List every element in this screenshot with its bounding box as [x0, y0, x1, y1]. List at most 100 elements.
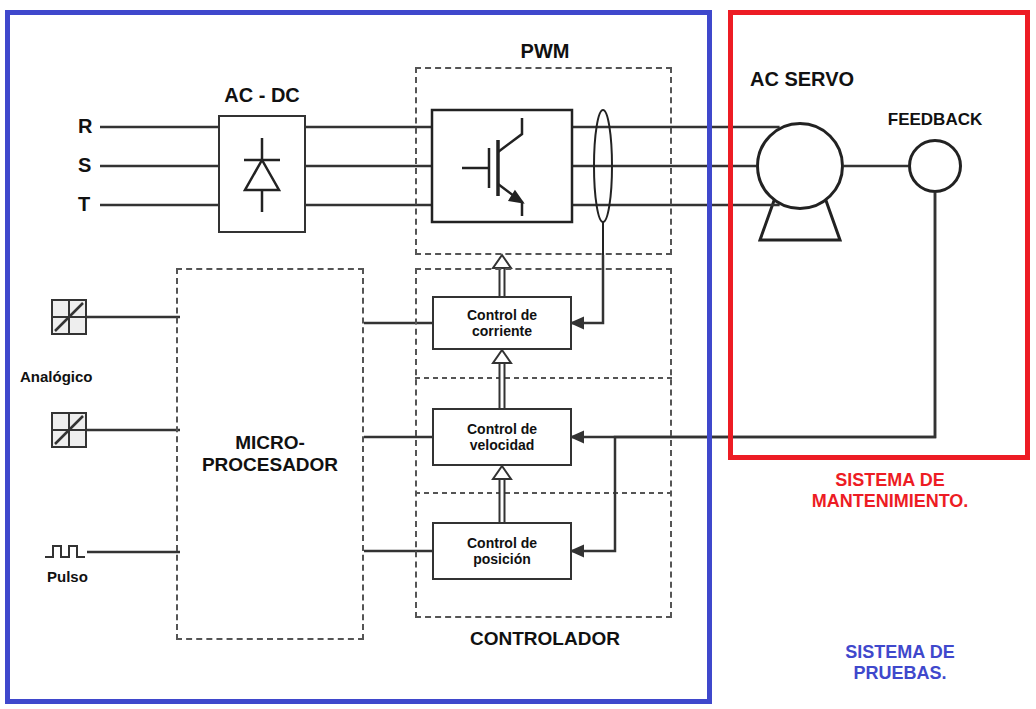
transistor-symbol [462, 167, 489, 170]
node-text: MICRO- PROCESADOR [186, 432, 354, 476]
input-icon [52, 413, 86, 447]
transistor-symbol [488, 148, 491, 188]
pwm-wire [415, 165, 432, 168]
encoder-circle [910, 141, 961, 192]
controller-divider [415, 378, 672, 493]
transistor-symbol [498, 118, 522, 152]
pwm-wire [415, 126, 432, 129]
node-text: Control de velocidad [454, 421, 550, 453]
connector-line [364, 436, 432, 439]
control-box: Control de corriente [432, 296, 572, 350]
diode-symbol [261, 138, 264, 160]
converter-block: AC - DC [218, 115, 306, 233]
connector-line [364, 322, 432, 325]
connector-line [572, 255, 603, 323]
node-text: Control de corriente [454, 307, 550, 339]
node-heading: SISTEMA DE MANTENIMIENTO. [775, 470, 1005, 511]
supply-wire [100, 127, 218, 205]
controller-divider [415, 492, 672, 494]
supply-wire [100, 204, 218, 207]
transistor-symbol [510, 192, 522, 202]
connector-line [572, 193, 935, 437]
transistor-symbol [498, 184, 522, 216]
connector-line [844, 165, 908, 168]
input-icon [55, 303, 83, 331]
connector-line [364, 550, 432, 553]
connector-line [499, 362, 506, 408]
motor-circle [756, 122, 844, 210]
phase-label: T [78, 193, 90, 216]
encoder-circle [908, 139, 962, 193]
transistor-symbol [432, 110, 572, 222]
input-wire [86, 316, 180, 319]
node-heading: SISTEMA DE PRUEBAS. [830, 642, 970, 683]
connector [364, 437, 432, 438]
pwm-wire [572, 126, 672, 129]
pwm-wire [572, 204, 672, 207]
connector [364, 551, 432, 552]
input-wire [86, 429, 180, 432]
diode-symbol [244, 138, 280, 212]
diode-symbol [261, 190, 264, 212]
node-heading: PWM [485, 40, 605, 63]
system-frame: AC SERVOFEEDBACKSISTEMA DE MANTENIMIENTO… [728, 10, 1030, 460]
arrow-head [572, 432, 583, 442]
input-icon [45, 546, 85, 557]
input-icon [55, 416, 83, 444]
node-heading: FEEDBACK [880, 110, 990, 130]
supply-wire [100, 126, 218, 129]
control-box: Control de posición [432, 522, 572, 580]
node-heading: CONTROLADOR [445, 628, 645, 650]
node-heading: AC SERVO [742, 68, 862, 91]
signal-label: Analógico [20, 368, 93, 385]
input-icon [45, 300, 86, 557]
connector [844, 166, 908, 167]
transistor-symbol [496, 140, 500, 196]
motor-circle: AC SERVO [756, 122, 844, 210]
system-frame: AC - DC PWM MICRO- PROCESADOR Control de co… [5, 10, 712, 704]
pwm-wire [572, 165, 672, 168]
node-text: Control de posición [454, 535, 550, 567]
arrow-head [493, 255, 511, 268]
connector-line [306, 127, 415, 205]
phase-label: R [78, 115, 92, 138]
signal-label: Pulso [47, 568, 88, 585]
input-icon [52, 300, 86, 334]
controller-divider [415, 377, 672, 379]
connector [572, 193, 935, 442]
connector [493, 350, 511, 408]
connector [364, 323, 432, 324]
input-wire [87, 551, 180, 554]
connector-line [501, 478, 504, 522]
current-sensor [602, 222, 604, 255]
input-wire [86, 317, 180, 552]
processor-block: MICRO- PROCESADOR [176, 268, 364, 640]
encoder-circle: FEEDBACK [908, 139, 962, 193]
connector [493, 466, 511, 522]
control-box: Control de velocidad [432, 408, 572, 466]
current-sensor [594, 110, 612, 255]
current-sensor [594, 110, 612, 222]
arrow-head [493, 466, 511, 479]
pwm-wire [415, 204, 432, 207]
connector [493, 255, 511, 296]
arrow-head [572, 318, 583, 328]
connector-line [499, 267, 506, 296]
connector-line [501, 267, 504, 296]
arrow-head [493, 350, 511, 363]
node-heading: AC - DC [212, 84, 312, 107]
connector-line [499, 478, 506, 522]
pwm-block: PWM [415, 67, 672, 255]
transistor-symbol [432, 110, 572, 222]
arrow-head [572, 546, 583, 556]
phase-label: S [78, 154, 91, 177]
motor-circle [758, 124, 843, 209]
connector-line [501, 362, 504, 408]
connector [572, 255, 603, 328]
supply-wire [100, 165, 218, 168]
controller-block: Control de corrienteControl de velocidad… [415, 268, 672, 618]
connector [306, 127, 415, 205]
diode-symbol [245, 160, 279, 190]
